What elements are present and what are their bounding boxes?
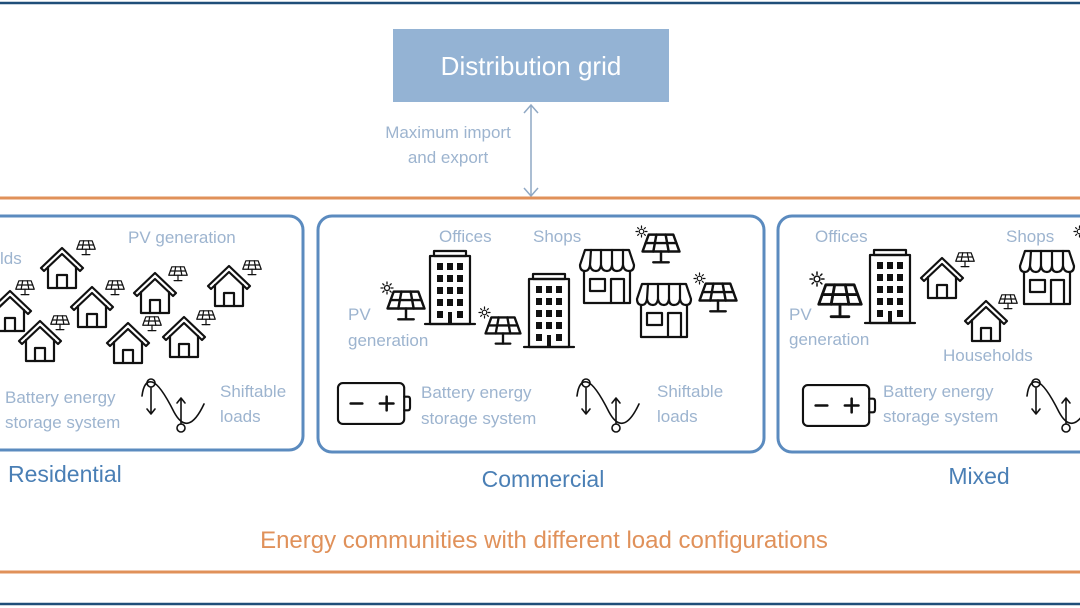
diagram-caption: Energy communities with different load c… <box>260 527 828 554</box>
solar-panel-icon <box>641 233 681 264</box>
bess-label-line1: Battery energy <box>883 382 994 401</box>
battery-icon <box>801 383 877 428</box>
pv-label-line1: PV <box>789 305 812 324</box>
shops-label: Shops <box>1006 227 1054 246</box>
solar-panel-icon <box>817 283 863 319</box>
import-export-arrow <box>523 103 539 198</box>
offices-label: Offices <box>815 227 868 246</box>
distribution-grid-title: Distribution grid <box>441 51 622 81</box>
house-icon <box>17 319 63 363</box>
link-label-line1: Maximum import <box>385 123 511 142</box>
sun-icon <box>809 271 825 287</box>
pv-label-line1: PV <box>348 305 371 324</box>
solar-panel-icon <box>386 290 426 321</box>
house-icon <box>919 256 965 300</box>
office-building-icon <box>522 272 576 349</box>
bess-label-line1: Battery energy <box>5 388 116 407</box>
solar-panel-icon <box>15 280 35 296</box>
solar-panel-icon <box>142 316 162 332</box>
shop-icon <box>578 248 636 305</box>
solar-panel-icon <box>168 266 188 282</box>
pv-generation-label: PV generation <box>128 228 236 247</box>
residential-community: lds PV generation Battery energy storage… <box>0 214 305 452</box>
solar-panel-icon <box>698 282 738 313</box>
load-shift-curve-icon <box>141 378 205 433</box>
solar-panel-icon <box>998 294 1018 310</box>
shops-label: Shops <box>533 227 581 246</box>
office-building-icon <box>863 248 917 325</box>
shiftable-loads-label-line1: Shiftable <box>657 382 723 401</box>
shop-icon <box>635 282 693 339</box>
solar-panel-icon <box>242 260 262 276</box>
residential-title: Residential <box>8 461 122 487</box>
solar-panel-icon <box>955 252 975 268</box>
households-label: lds <box>0 249 22 268</box>
offices-label: Offices <box>439 227 492 246</box>
house-icon <box>161 315 207 359</box>
house-icon <box>0 289 33 333</box>
commercial-title: Commercial <box>482 466 605 492</box>
shop-icon <box>1018 249 1076 306</box>
link-label-line2: and export <box>408 148 489 167</box>
load-shift-curve-icon <box>576 378 640 433</box>
shiftable-loads-label-line2: loads <box>220 407 261 426</box>
mixed-title: Mixed <box>948 463 1009 489</box>
house-icon <box>963 299 1009 343</box>
house-icon <box>206 264 252 308</box>
commercial-community: Offices Shops PV generation Battery ener… <box>316 214 766 454</box>
solar-panel-icon <box>76 240 96 256</box>
solar-panel-icon <box>484 316 522 345</box>
sun-icon <box>635 225 648 238</box>
sun-icon <box>693 272 706 285</box>
sun-icon <box>1073 225 1080 238</box>
households-label: Households <box>943 346 1033 365</box>
bess-label-line2: storage system <box>5 413 120 432</box>
solar-panel-icon <box>196 310 216 326</box>
sun-icon <box>380 281 394 295</box>
bess-label-line2: storage system <box>883 407 998 426</box>
bess-label-line2: storage system <box>421 409 536 428</box>
solar-panel-icon <box>50 315 70 331</box>
solar-panel-icon <box>105 280 125 296</box>
pv-label-line2: generation <box>348 331 428 350</box>
battery-icon <box>336 381 412 426</box>
sun-icon <box>478 306 491 319</box>
house-icon <box>132 271 178 315</box>
house-icon <box>105 321 151 365</box>
house-icon <box>39 246 85 290</box>
mixed-community: Offices Shops PV generation Households B… <box>776 214 1080 454</box>
load-shift-curve-icon <box>1026 378 1080 433</box>
shiftable-loads-label-line1: Shiftable <box>220 382 286 401</box>
distribution-grid-node: Distribution grid <box>393 29 669 102</box>
house-icon <box>69 285 115 329</box>
pv-label-line2: generation <box>789 330 869 349</box>
office-building-icon <box>423 249 477 326</box>
shiftable-loads-label-line2: loads <box>657 407 698 426</box>
bess-label-line1: Battery energy <box>421 383 532 402</box>
